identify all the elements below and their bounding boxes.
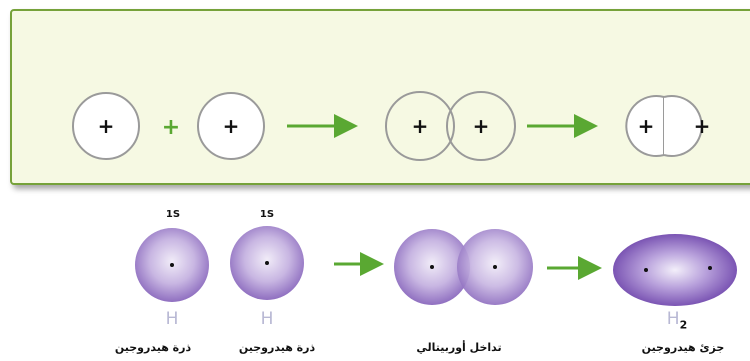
- charge-symbol: +: [98, 114, 115, 138]
- charge-symbol: +: [412, 114, 429, 138]
- orbital-label-1s: 1S: [165, 209, 181, 220]
- top-molecule: + +: [625, 95, 711, 157]
- comparison-panel: [10, 9, 750, 185]
- charge-symbol: +: [638, 114, 655, 138]
- label-hydrogen-atom-2: ذرة هيدروجين: [238, 341, 316, 354]
- plus-operator: +: [162, 115, 180, 140]
- element-symbol-h: H: [165, 309, 179, 329]
- label-orbital-overlap: تداخل أوربيتالي: [416, 341, 502, 354]
- orbital-overlap: [394, 229, 533, 305]
- label-hydrogen-molecule: جزئ هيدروجين: [641, 341, 725, 354]
- h-atom-orbital-1: [135, 228, 209, 302]
- top-atom-2: +: [197, 92, 265, 160]
- top-overlap-pair: + +: [385, 91, 516, 161]
- h-atom-orbital-2: [230, 226, 304, 300]
- h2-molecule-orbital: [613, 234, 737, 306]
- charge-symbol: +: [223, 114, 240, 138]
- charge-symbol: +: [694, 114, 711, 138]
- element-symbol-h: H: [260, 309, 274, 329]
- charge-symbol: +: [473, 114, 490, 138]
- orbital-label-1s: 1S: [259, 209, 275, 220]
- label-hydrogen-atom-1: ذرة هيدروجين: [114, 341, 192, 354]
- top-atom-1: +: [72, 92, 140, 160]
- molecule-symbol-h2: H2: [666, 309, 688, 332]
